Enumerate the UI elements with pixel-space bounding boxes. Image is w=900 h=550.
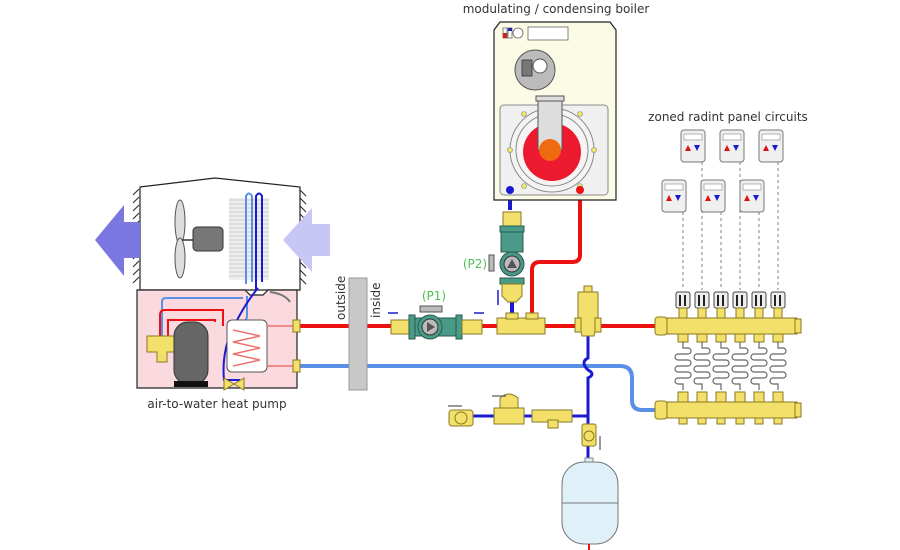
boiler-supply-pipe [530, 190, 582, 318]
radiant-loop [712, 342, 730, 390]
heatpump-label: air-to-water heat pump [147, 397, 286, 411]
boiler-label: modulating / condensing boiler [463, 2, 650, 16]
down-arrow-icon[interactable] [733, 145, 739, 151]
zone-actuator [770, 291, 786, 309]
boiler-display [527, 26, 569, 41]
radiant-circuit [712, 291, 730, 425]
radiant-loop [731, 342, 749, 390]
heat-exchanger [226, 319, 268, 373]
down-arrow-icon[interactable] [694, 145, 700, 151]
thermostat[interactable] [700, 179, 726, 290]
fan-motor [192, 226, 224, 252]
zone-actuator [713, 291, 729, 309]
return-header-fitting [654, 400, 668, 420]
up-arrow-icon[interactable] [724, 145, 730, 151]
airsep-drop-pipe [582, 336, 594, 430]
zone-actuator [732, 291, 748, 309]
radiant-loop [750, 342, 768, 390]
thermostat[interactable] [758, 129, 784, 290]
airflow-out-arrow [95, 205, 140, 276]
radiant-loop [769, 342, 787, 390]
return-header [666, 401, 798, 419]
up-arrow-icon[interactable] [685, 145, 691, 151]
pump-p1 [388, 305, 484, 340]
zone-actuator [694, 291, 710, 309]
supply-header-fitting [654, 316, 668, 336]
building-wall [348, 277, 368, 391]
return-pipe-main [298, 364, 660, 412]
up-arrow-icon[interactable] [744, 195, 750, 201]
up-arrow-icon[interactable] [763, 145, 769, 151]
up-arrow-icon[interactable] [666, 195, 672, 201]
radiant-label: zoned radint panel circuits [648, 110, 808, 124]
thermostat[interactable] [680, 129, 706, 290]
radiant-circuit [769, 291, 787, 425]
radiant-loop [674, 342, 692, 390]
down-arrow-icon[interactable] [772, 145, 778, 151]
pump-p2 [488, 211, 525, 305]
airflow-in-arrow [283, 208, 330, 272]
radiant-circuit [750, 291, 768, 425]
down-arrow-icon[interactable] [714, 195, 720, 201]
radiant-circuit [674, 291, 692, 425]
p2-label: (P2) [463, 257, 487, 271]
air-separator [574, 285, 602, 337]
down-arrow-icon[interactable] [675, 195, 681, 201]
expansion-valve [223, 377, 245, 391]
thermostat[interactable] [739, 179, 765, 290]
radiant-loop [693, 342, 711, 390]
manifold [654, 291, 802, 425]
thermostats [661, 129, 784, 290]
makeup-water-assembly [448, 393, 573, 429]
heat-pump-outdoor-unit [132, 177, 307, 291]
fan-icon [174, 199, 186, 245]
radiant-circuit [693, 291, 711, 425]
zone-actuator [751, 291, 767, 309]
outside-label: outside [334, 276, 348, 320]
boiler [493, 21, 617, 201]
compressor [173, 321, 209, 385]
heat-pump-cabinet [136, 287, 301, 391]
thermostat[interactable] [719, 129, 745, 290]
expansion-tank [561, 457, 619, 550]
down-arrow-icon[interactable] [753, 195, 759, 201]
isolation-valve [581, 423, 601, 450]
closely-spaced-tees [496, 312, 546, 335]
thermostat[interactable] [661, 179, 687, 290]
p1-label: (P1) [422, 289, 446, 303]
up-arrow-icon[interactable] [705, 195, 711, 201]
supply-header [666, 317, 798, 335]
radiant-circuit [731, 291, 749, 425]
zone-actuator [675, 291, 691, 309]
inside-label: inside [369, 282, 383, 318]
boiler-gauge-icon [512, 27, 524, 39]
